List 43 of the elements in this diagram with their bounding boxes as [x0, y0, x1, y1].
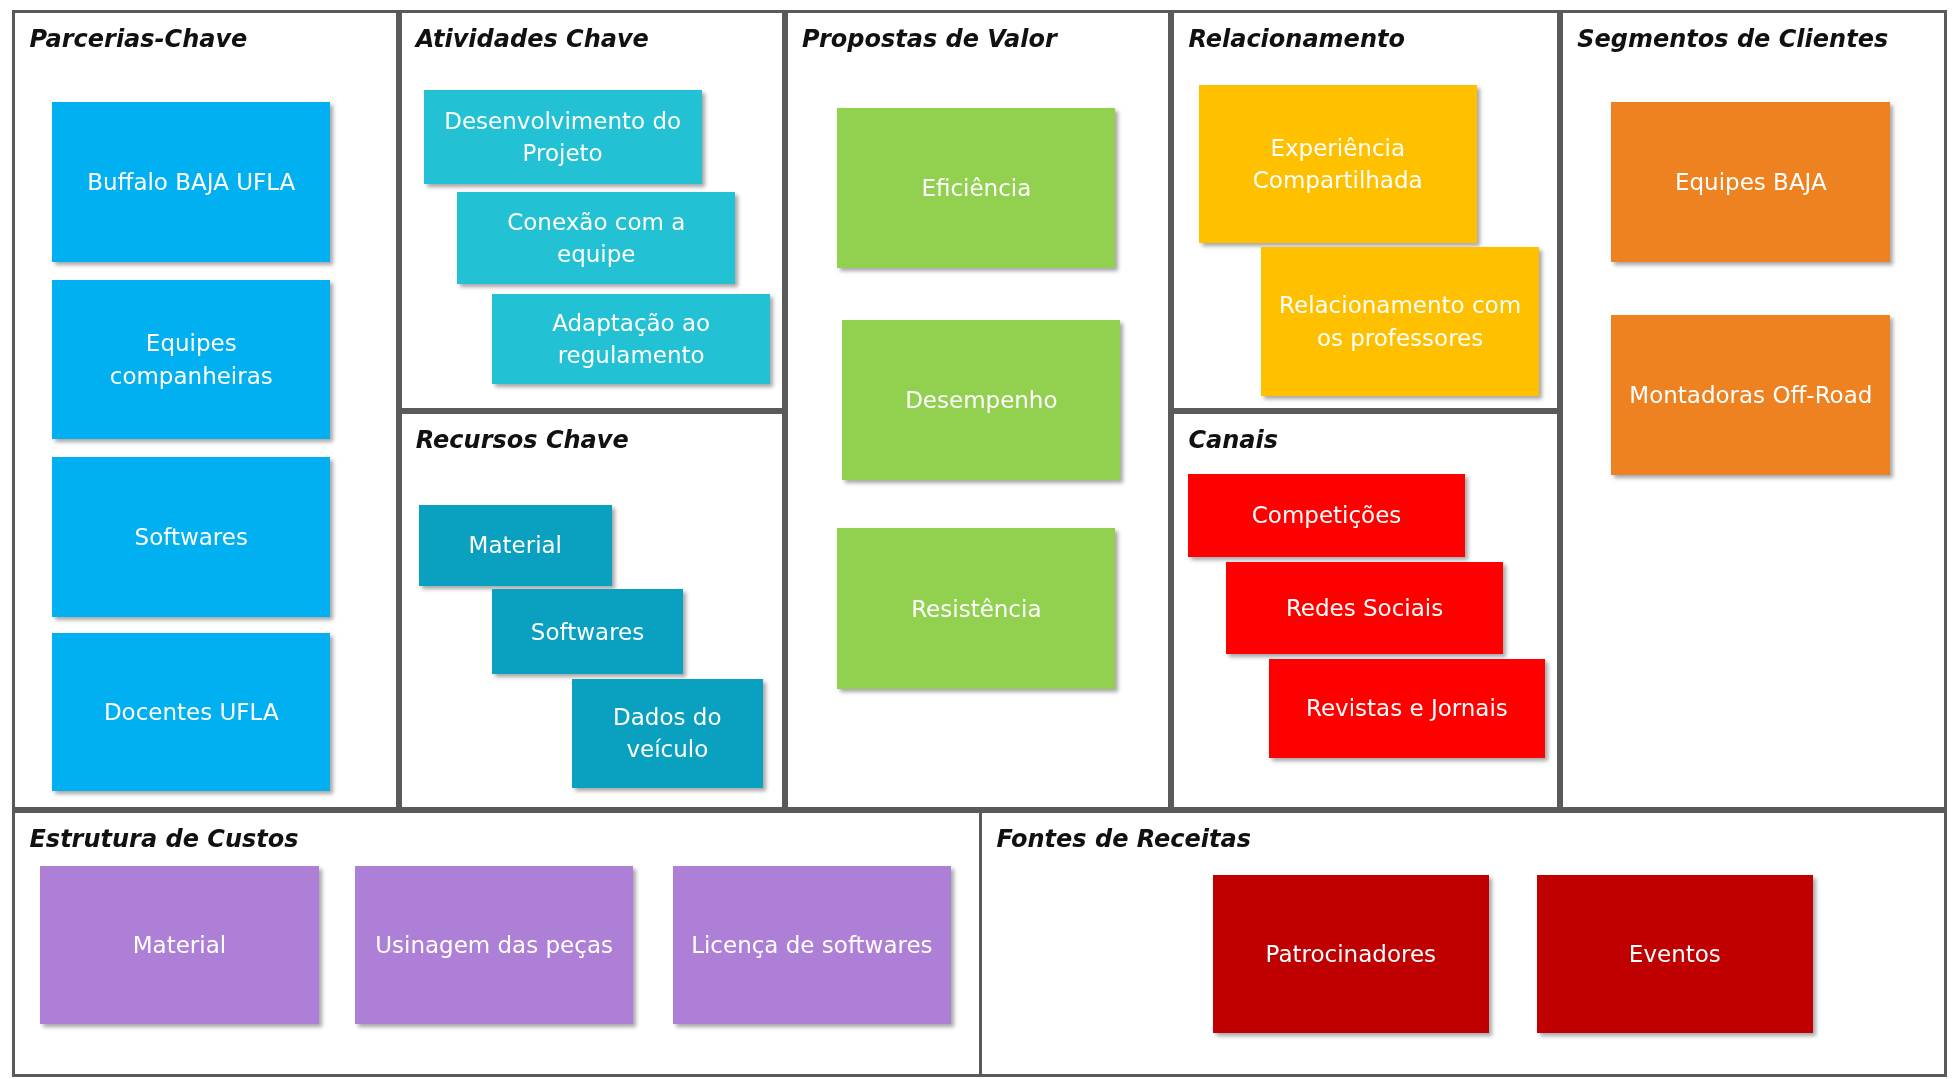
sticky-note: Equipes BAJA	[1611, 102, 1891, 262]
canvas-section	[785, 9, 1172, 810]
sticky-note: Eficiência	[837, 108, 1116, 268]
sticky-note: Licença de softwares	[672, 866, 951, 1025]
section-heading: Fontes de Receitas	[996, 825, 1252, 853]
section-heading: Segmentos de Clientes	[1577, 24, 1889, 53]
sticky-note: Eventos	[1536, 874, 1814, 1034]
sticky-note: Material	[418, 504, 612, 586]
sticky-note: Equipes companheiras	[52, 280, 331, 439]
sticky-note: Softwares	[52, 457, 331, 617]
sticky-note: Montadoras Off-Road	[1611, 315, 1891, 475]
sticky-note: Patrocinadores	[1212, 874, 1490, 1034]
canvas-section	[398, 411, 786, 810]
sticky-note: Desempenho	[842, 320, 1121, 480]
sticky-note: Revistas e Jornais	[1268, 659, 1546, 758]
section-heading: Recursos Chave	[415, 426, 629, 455]
canvas-section	[398, 9, 786, 412]
sticky-note: Relacionamento com os professores	[1261, 246, 1539, 397]
sticky-note: Resistência	[837, 528, 1116, 690]
sticky-note: Desenvolvimento do Projeto	[423, 89, 702, 185]
canvas-section	[12, 810, 982, 1077]
sticky-note: Experiência Compartilhada	[1198, 84, 1477, 243]
sticky-note: Conexão com a equipe	[457, 191, 736, 285]
sticky-note: Redes Sociais	[1226, 562, 1503, 655]
canvas-section	[1171, 411, 1561, 810]
sticky-note: Material	[39, 866, 319, 1025]
section-heading: Atividades Chave	[415, 24, 649, 53]
section-heading: Parcerias-Chave	[29, 24, 248, 53]
canvas-section	[979, 810, 1947, 1077]
sticky-note: Usinagem das peças	[355, 866, 634, 1025]
sticky-note: Dados do veículo	[571, 679, 763, 788]
sticky-note: Softwares	[492, 589, 683, 675]
sticky-note: Competições	[1187, 473, 1466, 557]
section-heading: Relacionamento	[1188, 24, 1405, 53]
canvas-section	[12, 9, 399, 810]
sticky-note: Adaptação ao regulamento	[492, 294, 771, 384]
canvas-section	[1171, 9, 1561, 412]
section-heading: Estrutura de Custos	[29, 825, 299, 853]
canvas-section	[1560, 9, 1947, 810]
sticky-note: Buffalo BAJA UFLA	[52, 102, 331, 262]
section-heading: Propostas de Valor	[802, 24, 1057, 53]
sticky-note: Docentes UFLA	[52, 633, 331, 792]
section-heading: Canais	[1188, 426, 1278, 455]
